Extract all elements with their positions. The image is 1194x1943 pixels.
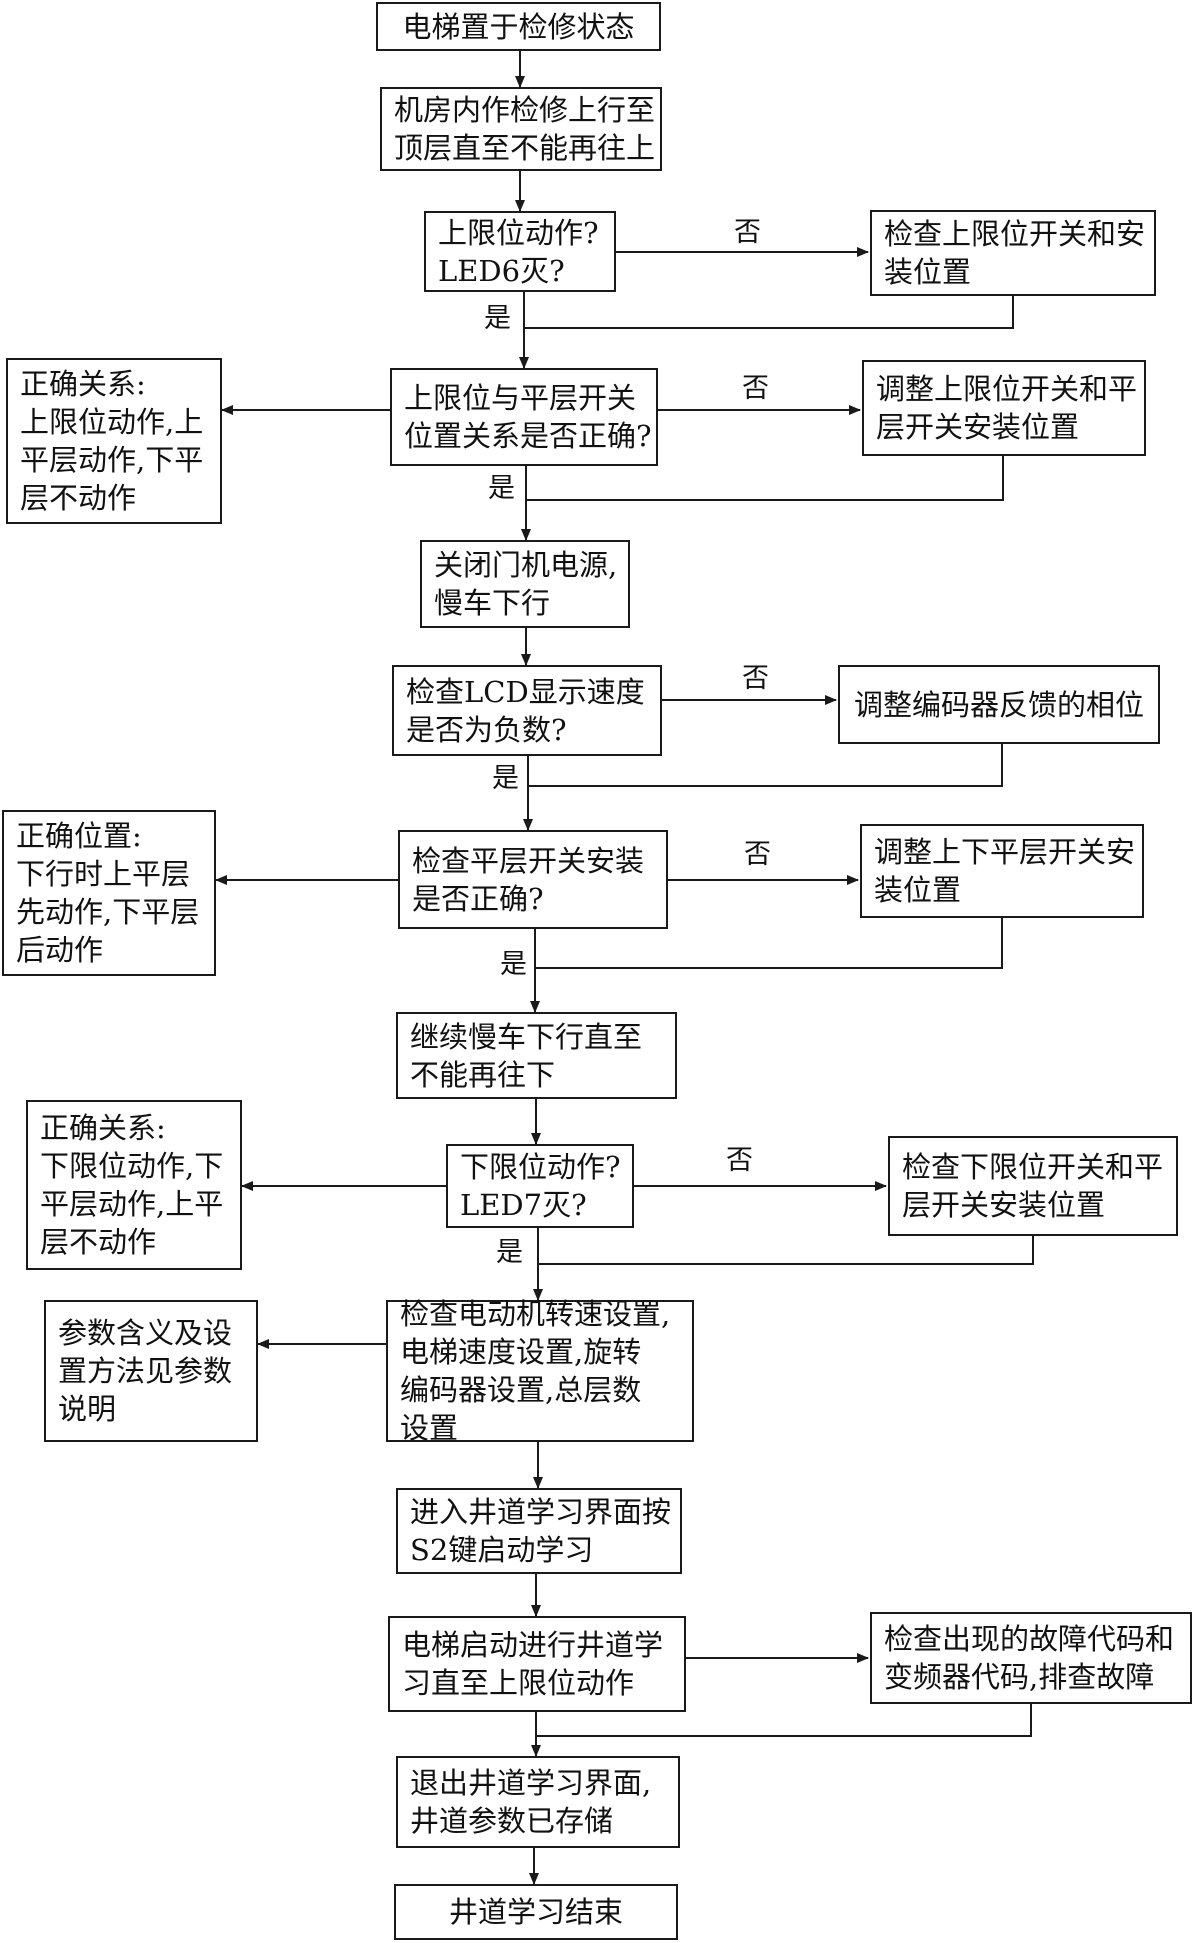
decision-upper-limit-led6: 上限位动作?LED6灭? (424, 211, 616, 292)
box-line: 检查下限位开关和平 (902, 1150, 1164, 1184)
box-line: 继续慢车下行直至 (410, 1019, 643, 1054)
action-adjust-floor-switches: 调整上下平层开关安装位置 (860, 824, 1144, 918)
note-correct-relation-upper: 正确关系: 上限位动作,上平层动作,下平层不动作 (6, 358, 222, 524)
box-line: 进入井道学习界面按 (410, 1495, 672, 1529)
box-line: 上限位动作,上 (20, 405, 204, 439)
box-line: 电梯置于检修状态 (402, 9, 635, 44)
decision-lower-limit-led7: 下限位动作? LED7灭? (446, 1144, 634, 1228)
label-b4-no: 否 (742, 373, 769, 404)
box-line: 是否正确? (412, 881, 544, 916)
box-line: 检查LCD显示速度 (406, 674, 645, 709)
box-line: 调整上限位开关和平 (876, 372, 1138, 406)
box-line: 检查平层开关安装 (412, 843, 645, 878)
box-line: 不能再往下 (410, 1057, 556, 1092)
label-b6-yes: 是 (492, 763, 519, 794)
edge-b3n-return (524, 296, 1014, 329)
label-b9-no: 否 (726, 1145, 753, 1176)
box-line: 参数含义及设 (58, 1316, 233, 1350)
action-adjust-upper-limit-floor: 调整上限位开关和平层开关安装位置 (862, 360, 1146, 456)
box-line: 退出井道学习界面, (410, 1766, 652, 1800)
step-enter-shaft-learning: 进入井道学习界面按 S2键启动学习 (396, 1488, 682, 1574)
action-adjust-encoder-phase: 调整编码器反馈的相位 (838, 665, 1160, 744)
decision-lcd-speed-negative: 检查LCD显示速度是否为负数? (392, 665, 662, 756)
box-line: S2键启动学习 (410, 1533, 594, 1567)
box-line: 调整编码器反馈的相位 (853, 687, 1144, 722)
label-b4-yes: 是 (488, 473, 515, 504)
action-check-upper-limit-switch: 检查上限位开关和安装位置 (870, 210, 1156, 296)
edge-b12r-return (536, 1704, 1032, 1737)
box-line: 慢车下行 (434, 586, 551, 620)
step-set-inspection-mode: 电梯置于检修状态 (376, 2, 661, 51)
step-exit-learning-saved: 退出井道学习界面, 井道参数已存储 (396, 1756, 680, 1848)
decision-upper-limit-floor-relation: 上限位与平层开关位置关系是否正确? (390, 368, 658, 466)
box-line: 后动作 (16, 933, 104, 967)
note-parameter-description: 参数含义及设置方法见参数说明 (44, 1300, 258, 1442)
label-b6-no: 否 (742, 663, 769, 694)
box-line: 装位置 (884, 255, 972, 289)
step-inspection-up-to-top: 机房内作检修上行至顶层直至不能再往上 (380, 87, 662, 171)
step-check-parameter-settings: 检查电动机转速设置, 电梯速度设置,旋转编码器设置,总层数设置 (386, 1297, 694, 1445)
box-line: 说明 (58, 1392, 117, 1426)
edge-b9n-return (538, 1236, 1034, 1265)
box-line: 是否为负数? (406, 712, 567, 747)
box-line: 平层动作,上平 (40, 1187, 224, 1221)
box-line: 习直至上限位动作 (402, 1666, 635, 1700)
box-line: 关闭门机电源, (434, 548, 618, 582)
box-line: 下行时上平层 (16, 857, 191, 891)
box-line: LED7灭? (460, 1188, 587, 1222)
box-line: 编码器设置,总层数 (400, 1373, 642, 1407)
box-line: 正确关系: (40, 1111, 166, 1145)
box-line: 变频器代码,排查故障 (884, 1660, 1155, 1694)
action-check-lower-limit-switch: 检查下限位开关和平层开关安装位置 (888, 1136, 1178, 1236)
box-line: 调整上下平层开关安 (874, 835, 1136, 869)
step-close-door-power-slow-down: 关闭门机电源, 慢车下行 (420, 540, 630, 628)
box-line: 井道参数已存储 (410, 1804, 614, 1838)
box-line: 层不动作 (20, 481, 137, 515)
box-line: LED6灭? (438, 253, 565, 288)
box-line: 电梯启动进行井道学 (402, 1628, 664, 1662)
box-line: 电梯速度设置,旋转 (400, 1335, 642, 1369)
box-line: 上限位动作? (438, 215, 599, 250)
box-line: 装位置 (874, 873, 962, 907)
edge-b6n-return (528, 744, 1003, 787)
box-line: 下限位动作? (460, 1150, 621, 1184)
note-correct-relation-lower: 正确关系: 下限位动作,下平层动作,上平层不动作 (26, 1100, 242, 1270)
box-line: 设置 (400, 1411, 459, 1445)
step-elevator-start-learning: 电梯启动进行井道学习直至上限位动作 (388, 1616, 686, 1712)
box-line: 先动作,下平层 (16, 895, 200, 929)
step-learning-end: 井道学习结束 (394, 1884, 678, 1940)
box-line: 正确位置: (16, 819, 142, 853)
label-b7-no: 否 (744, 839, 771, 870)
box-line: 层开关安装位置 (902, 1188, 1106, 1222)
box-line: 正确关系: (20, 367, 146, 401)
label-b9-yes: 是 (496, 1237, 523, 1268)
note-correct-position-down: 正确位置: 下行时上平层先动作,下平层后动作 (2, 810, 216, 976)
box-line: 层不动作 (40, 1225, 157, 1259)
label-b7-yes: 是 (500, 949, 527, 980)
box-line: 检查出现的故障代码和 (884, 1622, 1175, 1656)
edge-b7n-return (535, 918, 1003, 969)
box-line: 层开关安装位置 (876, 410, 1080, 444)
decision-floor-switch-install: 检查平层开关安装是否正确? (398, 830, 668, 929)
step-continue-slow-down: 继续慢车下行直至不能再往下 (396, 1012, 677, 1099)
label-b3-yes: 是 (484, 303, 511, 334)
box-line: 平层动作,下平 (20, 443, 204, 477)
box-line: 机房内作检修上行至 (394, 93, 656, 127)
box-line: 检查电动机转速设置, (400, 1297, 671, 1331)
edge-b4n-return (526, 456, 1004, 501)
box-line: 井道学习结束 (448, 1895, 623, 1929)
box-line: 顶层直至不能再往上 (394, 131, 656, 165)
box-line: 上限位与平层开关 (404, 381, 637, 415)
box-line: 置方法见参数 (58, 1354, 233, 1388)
box-line: 位置关系是否正确? (404, 419, 652, 453)
action-check-fault-codes: 检查出现的故障代码和变频器代码,排查故障 (870, 1612, 1192, 1704)
label-b3-no: 否 (734, 217, 761, 248)
box-line: 下限位动作,下 (40, 1149, 224, 1183)
box-line: 检查上限位开关和安 (884, 217, 1146, 251)
